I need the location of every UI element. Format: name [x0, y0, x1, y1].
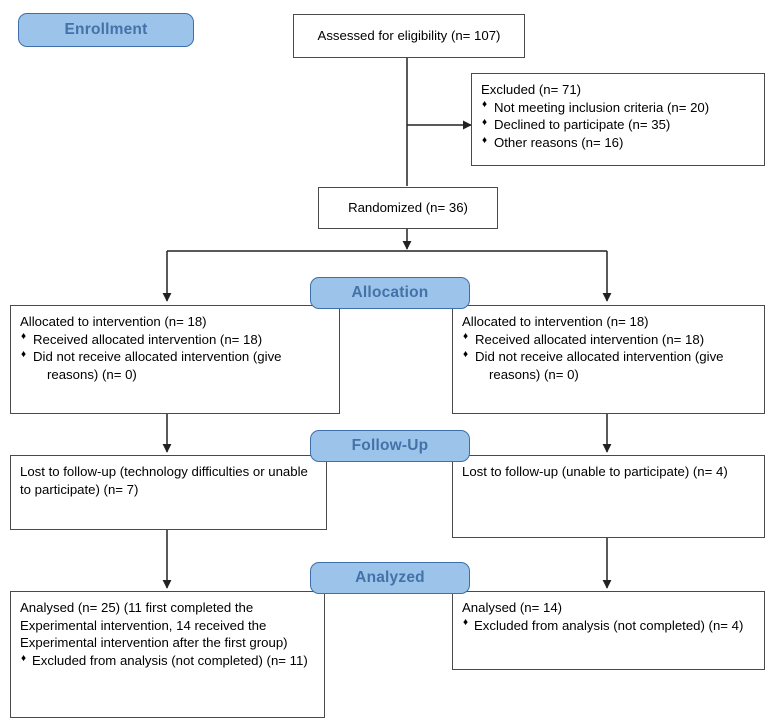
followup-right-text: Lost to follow-up (unable to participate…	[462, 464, 728, 479]
list-item: Other reasons (n= 16)	[481, 134, 755, 152]
stage-label-enrollment-text: Enrollment	[64, 21, 148, 38]
excluded-title: Excluded (n= 71)	[481, 82, 582, 97]
allocation-left-list: Received allocated intervention (n= 18) …	[20, 330, 330, 384]
analysis-right-title: Analysed (n= 14)	[462, 600, 563, 615]
allocation-left-title: Allocated to intervention (n= 18)	[20, 314, 207, 329]
list-item: Declined to participate (n= 35)	[481, 116, 755, 134]
allocation-right-item2-line2: reasons) (n= 0)	[489, 367, 579, 383]
box-followup-left: Lost to follow-up (technology difficulti…	[10, 455, 327, 530]
stage-label-analyzed-text: Analyzed	[355, 569, 425, 586]
assessed-text: Assessed for eligibility (n= 107)	[317, 28, 501, 44]
allocation-right-item2-line1: Did not receive allocated intervention (…	[475, 349, 724, 365]
stage-label-allocation-text: Allocation	[351, 284, 429, 301]
list-item: Did not receive allocated intervention (…	[462, 348, 755, 383]
randomized-text: Randomized (n= 36)	[348, 200, 468, 216]
allocation-left-item2-line1: Did not receive allocated intervention (…	[33, 349, 282, 365]
analysis-right-list: Excluded from analysis (not completed) (…	[462, 616, 755, 635]
list-item: Did not receive allocated intervention (…	[20, 348, 330, 383]
stage-label-allocation: Allocation	[310, 277, 470, 309]
list-item: Received allocated intervention (n= 18)	[462, 330, 755, 349]
analysis-left-title: Analysed (n= 25) (11 first completed the…	[20, 600, 288, 651]
allocation-right-title: Allocated to intervention (n= 18)	[462, 314, 649, 329]
stage-label-analyzed: Analyzed	[310, 562, 470, 594]
stage-label-enrollment: Enrollment	[18, 13, 194, 47]
list-item: Not meeting inclusion criteria (n= 20)	[481, 98, 755, 117]
list-item: Excluded from analysis (not completed) (…	[20, 652, 315, 670]
allocation-right-list: Received allocated intervention (n= 18) …	[462, 330, 755, 384]
stage-label-followup-text: Follow-Up	[351, 437, 429, 454]
followup-left-text: Lost to follow-up (technology difficulti…	[20, 464, 312, 497]
box-followup-right: Lost to follow-up (unable to participate…	[452, 455, 765, 538]
box-analysis-right: Analysed (n= 14) Excluded from analysis …	[452, 591, 765, 670]
box-randomized: Randomized (n= 36)	[318, 187, 498, 229]
box-allocation-left: Allocated to intervention (n= 18) Receiv…	[10, 305, 340, 414]
box-analysis-left: Analysed (n= 25) (11 first completed the…	[10, 591, 325, 718]
excluded-reason-list: Not meeting inclusion criteria (n= 20) D…	[481, 98, 755, 152]
allocation-left-item2-line2: reasons) (n= 0)	[47, 367, 137, 383]
list-item: Received allocated intervention (n= 18)	[20, 330, 330, 349]
list-item: Excluded from analysis (not completed) (…	[462, 616, 755, 635]
analysis-left-list: Excluded from analysis (not completed) (…	[20, 652, 315, 670]
box-assessed-for-eligibility: Assessed for eligibility (n= 107)	[293, 14, 525, 58]
stage-label-followup: Follow-Up	[310, 430, 470, 462]
box-allocation-right: Allocated to intervention (n= 18) Receiv…	[452, 305, 765, 414]
box-excluded: Excluded (n= 71) Not meeting inclusion c…	[471, 73, 765, 166]
